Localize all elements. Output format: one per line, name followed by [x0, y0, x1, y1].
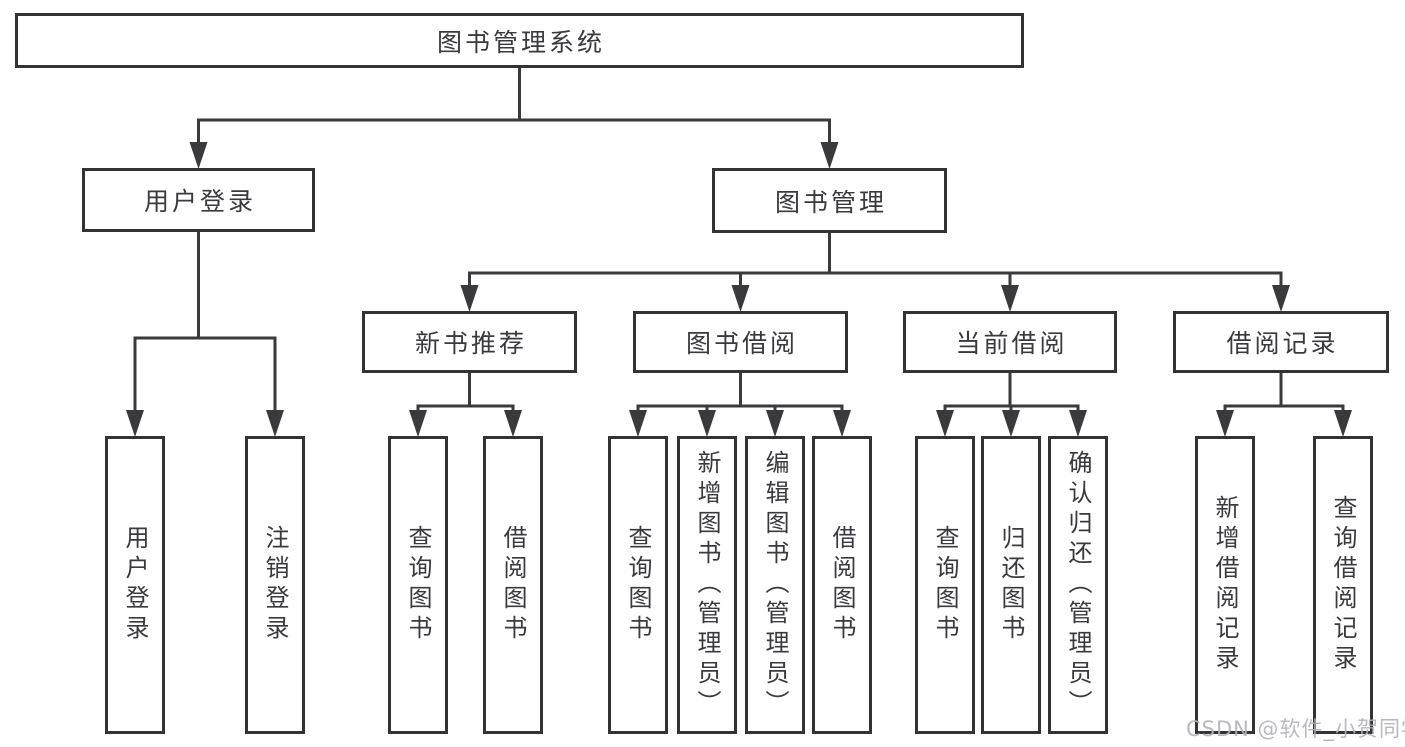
node-label: 借阅记录 — [1226, 329, 1339, 358]
node-label: 用户登录 — [143, 187, 256, 216]
node-label: 新书推荐 — [414, 329, 527, 358]
node-label: 图书管理 — [774, 187, 887, 217]
node-book-mgmt: 图书管理 — [712, 168, 947, 233]
node-label: 确认归还（管理员） — [1064, 450, 1092, 720]
node-label: 查询借阅记录 — [1329, 495, 1357, 675]
node-query-borrow-record: 查询借阅记录 — [1313, 436, 1373, 734]
node-label: 当前借阅 — [955, 329, 1068, 358]
node-query-books-current: 查询图书 — [915, 436, 975, 734]
node-borrow-books: 借阅图书 — [812, 436, 872, 734]
node-borrow-books-rec: 借阅图书 — [483, 436, 543, 734]
node-label: 查询图书 — [404, 525, 432, 645]
node-query-books-rec: 查询图书 — [388, 436, 448, 734]
node-logout: 注销登录 — [245, 436, 305, 734]
node-return-books: 归还图书 — [981, 436, 1041, 734]
node-label: 借阅图书 — [499, 525, 527, 645]
node-label: 图书管理系统 — [436, 27, 605, 57]
node-user-login: 用户登录 — [82, 168, 315, 232]
node-edit-books: 编辑图书（管理员） — [745, 436, 805, 734]
node-label: 用户登录 — [121, 525, 149, 645]
node-login: 用户登录 — [105, 436, 165, 734]
node-book-borrowing: 图书借阅 — [633, 311, 848, 373]
node-new-book-rec: 新书推荐 — [362, 311, 577, 373]
node-label: 注销登录 — [261, 525, 289, 645]
node-confirm-return: 确认归还（管理员） — [1048, 436, 1108, 734]
node-root: 图书管理系统 — [15, 13, 1024, 68]
node-label: 图书借阅 — [685, 329, 798, 358]
node-label: 新增借阅记录 — [1211, 495, 1239, 675]
node-label: 借阅图书 — [828, 525, 856, 645]
node-label: 查询图书 — [624, 525, 652, 645]
node-label: 查询图书 — [931, 525, 959, 645]
node-label: 新增图书（管理员） — [693, 450, 721, 720]
node-query-books-borrow: 查询图书 — [608, 436, 668, 734]
node-borrowing-records: 借阅记录 — [1173, 311, 1389, 373]
node-current-borrowing: 当前借阅 — [903, 311, 1117, 373]
node-label: 编辑图书（管理员） — [761, 450, 789, 720]
node-label: 归还图书 — [997, 525, 1025, 645]
csdn-watermark: CSDN @软件_小贺同学 — [1186, 717, 1405, 741]
node-add-books: 新增图书（管理员） — [677, 436, 737, 734]
node-add-borrow-record: 新增借阅记录 — [1195, 436, 1255, 734]
